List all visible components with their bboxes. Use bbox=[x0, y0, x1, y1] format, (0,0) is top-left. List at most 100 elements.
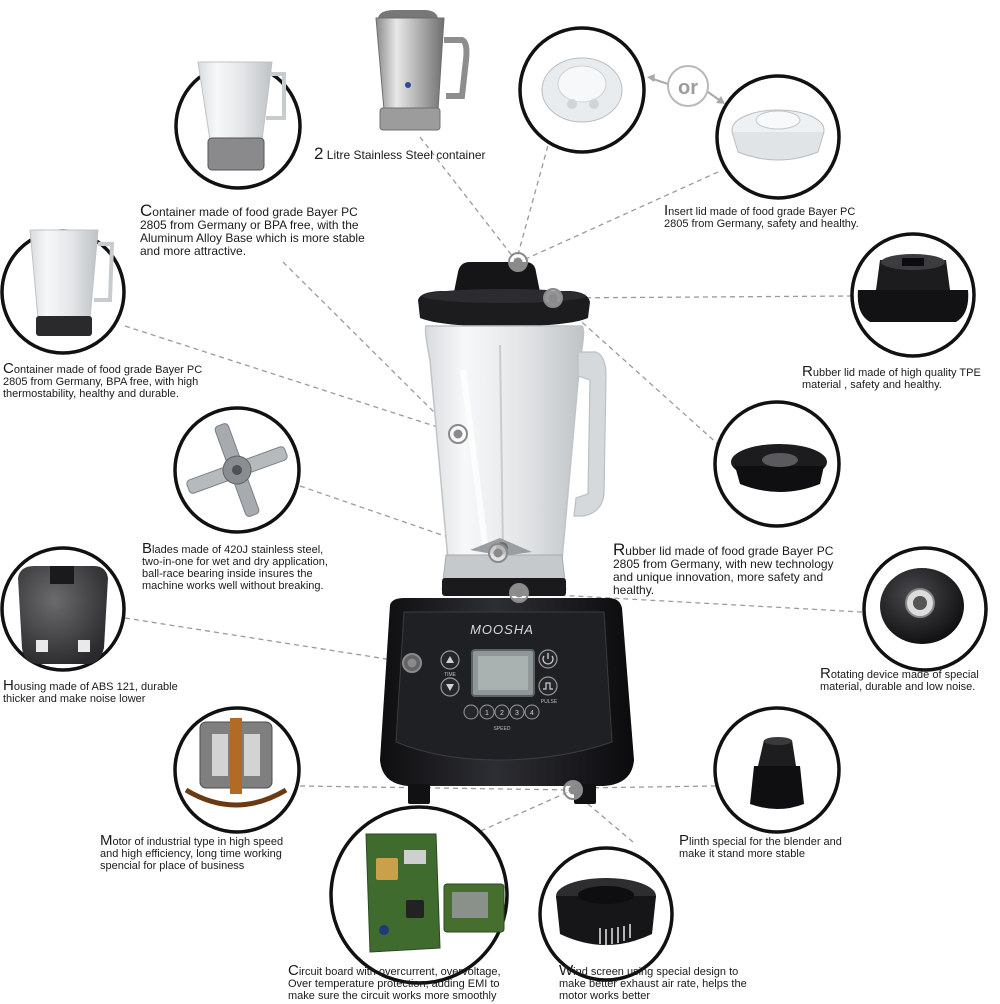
steel-container-photo bbox=[375, 10, 470, 131]
caption-circuit-board: Circuit board with overcurrent, overvolt… bbox=[288, 962, 501, 1002]
caption-line: 2805 from Germany or BPA free, with the bbox=[140, 218, 359, 232]
caption-housing: Housing made of ABS 121, durable thicker… bbox=[3, 677, 178, 705]
or-badge bbox=[667, 65, 709, 107]
callout-markers bbox=[402, 252, 583, 800]
caption-wind-screen: Wind screen using special design to make… bbox=[559, 962, 747, 1002]
caption-line: otating device made of special bbox=[830, 669, 979, 681]
insert-lid-alt-thumb bbox=[518, 26, 646, 154]
caption-line: motor works better bbox=[559, 990, 651, 1002]
motor-thumb bbox=[173, 706, 301, 834]
circuit-board-thumb bbox=[329, 805, 509, 985]
speed-4-button[interactable] bbox=[524, 704, 540, 720]
caption-insert-lid: Insert lid made of food grade Bayer PC 2… bbox=[664, 202, 859, 230]
caption-line: ontainer made of food grade Bayer PC bbox=[13, 364, 203, 376]
caption-rotating-device: Rotating device made of special material… bbox=[820, 665, 979, 693]
caption-steel-container-initial: 2 bbox=[314, 144, 324, 163]
speed-4-label: 4 bbox=[530, 710, 534, 717]
caption-initial: B bbox=[142, 540, 153, 557]
leader-plinth bbox=[575, 785, 717, 789]
caption-line: healthy. bbox=[613, 583, 655, 597]
caption-line: and more attractive. bbox=[140, 244, 247, 258]
blender-main: MOOSHA TIME PULSE 1 2 3 4 SPEED bbox=[380, 262, 634, 804]
caption-line: ousing made of ABS 121, durable bbox=[13, 681, 178, 693]
caption-line: Aluminum Alloy Base which is more stable bbox=[140, 231, 365, 245]
speed-2-label: 2 bbox=[500, 710, 504, 717]
leader-housing bbox=[124, 617, 413, 664]
caption-line: ubber lid made of food grade Bayer PC bbox=[625, 544, 834, 558]
speed-3-button[interactable] bbox=[509, 704, 525, 720]
caption-line: make better exhaust air rate, helps the bbox=[559, 978, 747, 990]
caption-line: material , safety and healthy. bbox=[802, 379, 942, 391]
caption-initial: R bbox=[802, 363, 813, 380]
container-bpa-thumb bbox=[0, 229, 126, 355]
speed-start-button[interactable] bbox=[463, 704, 479, 720]
caption-initial: C bbox=[3, 360, 14, 377]
caption-rubber-lid-pc: Rubber lid made of food grade Bayer PC 2… bbox=[613, 540, 834, 597]
caption-line: lades made of 420J stainless steel, bbox=[152, 544, 324, 556]
caption-line: otor of industrial type in high speed bbox=[112, 836, 284, 848]
caption-initial: R bbox=[820, 665, 831, 682]
caption-line: and high efficiency, long time working bbox=[100, 848, 282, 860]
caption-container-bpa: Container made of food grade Bayer PC 28… bbox=[3, 360, 203, 400]
speed-1-button[interactable] bbox=[479, 704, 495, 720]
speed-3-label: 3 bbox=[515, 710, 519, 717]
caption-initial: R bbox=[613, 540, 626, 559]
caption-initial: C bbox=[140, 201, 153, 220]
caption-initial: P bbox=[679, 832, 690, 849]
pulse-label: PULSE bbox=[541, 699, 558, 705]
rubber-lid-pc-thumb bbox=[713, 400, 841, 528]
rubber-lid-tpe-thumb bbox=[850, 232, 976, 358]
caption-initial: W bbox=[559, 962, 574, 979]
caption-line: 2805 from Germany, safety and healthy. bbox=[664, 218, 859, 230]
pulse-button[interactable] bbox=[538, 676, 558, 696]
caption-line: spencial for place of business bbox=[100, 860, 245, 872]
caption-initial: I bbox=[664, 202, 669, 219]
caption-initial: C bbox=[288, 962, 299, 979]
jar-handle bbox=[573, 351, 607, 517]
caption-line: machine works well without breaking. bbox=[142, 580, 324, 592]
caption-line: ball-race bearing inside insures the bbox=[142, 568, 313, 580]
caption-line: 2805 from Germany, with new technology bbox=[613, 557, 834, 571]
container-base-thumb bbox=[174, 61, 302, 190]
caption-steel-container: 2 Litre Stainless Steel container bbox=[314, 144, 486, 163]
leader-rubber-tpe bbox=[555, 295, 853, 299]
caption-line: make sure the circuit works more smoothl… bbox=[288, 990, 497, 1002]
time-label: TIME bbox=[444, 672, 457, 678]
caption-line: ind screen using special design to bbox=[573, 966, 739, 978]
wind-screen-thumb bbox=[538, 846, 674, 982]
caption-motor: Motor of industrial type in high speed a… bbox=[100, 833, 284, 872]
caption-line: thermostability, healthy and durable. bbox=[3, 388, 179, 400]
leader-rotating bbox=[519, 592, 863, 613]
leader-container-bpa bbox=[124, 325, 457, 434]
speed-label: SPEED bbox=[494, 726, 511, 732]
or-label: or bbox=[678, 77, 698, 99]
speed-1-label: 1 bbox=[485, 710, 489, 717]
jar-body bbox=[424, 325, 585, 561]
caption-steel-container-text: Litre Stainless Steel container bbox=[323, 148, 486, 162]
lid-cap bbox=[454, 262, 540, 292]
caption-blades: Blades made of 420J stainless steel, two… bbox=[142, 540, 328, 592]
caption-line: linth special for the blender and bbox=[689, 836, 842, 848]
caption-container-base: Container made of food grade Bayer PC 28… bbox=[140, 201, 365, 258]
insert-lid-thumb bbox=[715, 74, 841, 200]
caption-rubber-lid-tpe: Rubber lid made of high quality TPE mate… bbox=[802, 363, 981, 391]
or-connector: or bbox=[647, 65, 725, 107]
caption-line: ircuit board with overcurrent, overvolta… bbox=[298, 966, 501, 978]
brand-logo: MOOSHA bbox=[470, 622, 534, 637]
caption-line: two-in-one for wet and dry application, bbox=[142, 556, 328, 568]
caption-line: thicker and make noise lower bbox=[3, 693, 146, 705]
caption-line: and unique innovation, more safety and bbox=[613, 570, 824, 584]
caption-line: nsert lid made of food grade Bayer PC bbox=[668, 206, 856, 218]
caption-line: material, durable and low noise. bbox=[820, 681, 976, 693]
rotating-device-thumb bbox=[862, 546, 988, 672]
caption-line: make it stand more stable bbox=[679, 848, 805, 860]
plinth-thumb bbox=[713, 706, 841, 834]
caption-plinth: Plinth special for the blender and make … bbox=[679, 832, 842, 860]
caption-line: ontainer made of food grade Bayer PC bbox=[152, 205, 358, 219]
speed-2-button[interactable] bbox=[494, 704, 510, 720]
caption-initial: H bbox=[3, 677, 14, 694]
blades-thumb bbox=[173, 406, 301, 534]
caption-line: 2805 from Germany, BPA free, with high bbox=[3, 376, 199, 388]
